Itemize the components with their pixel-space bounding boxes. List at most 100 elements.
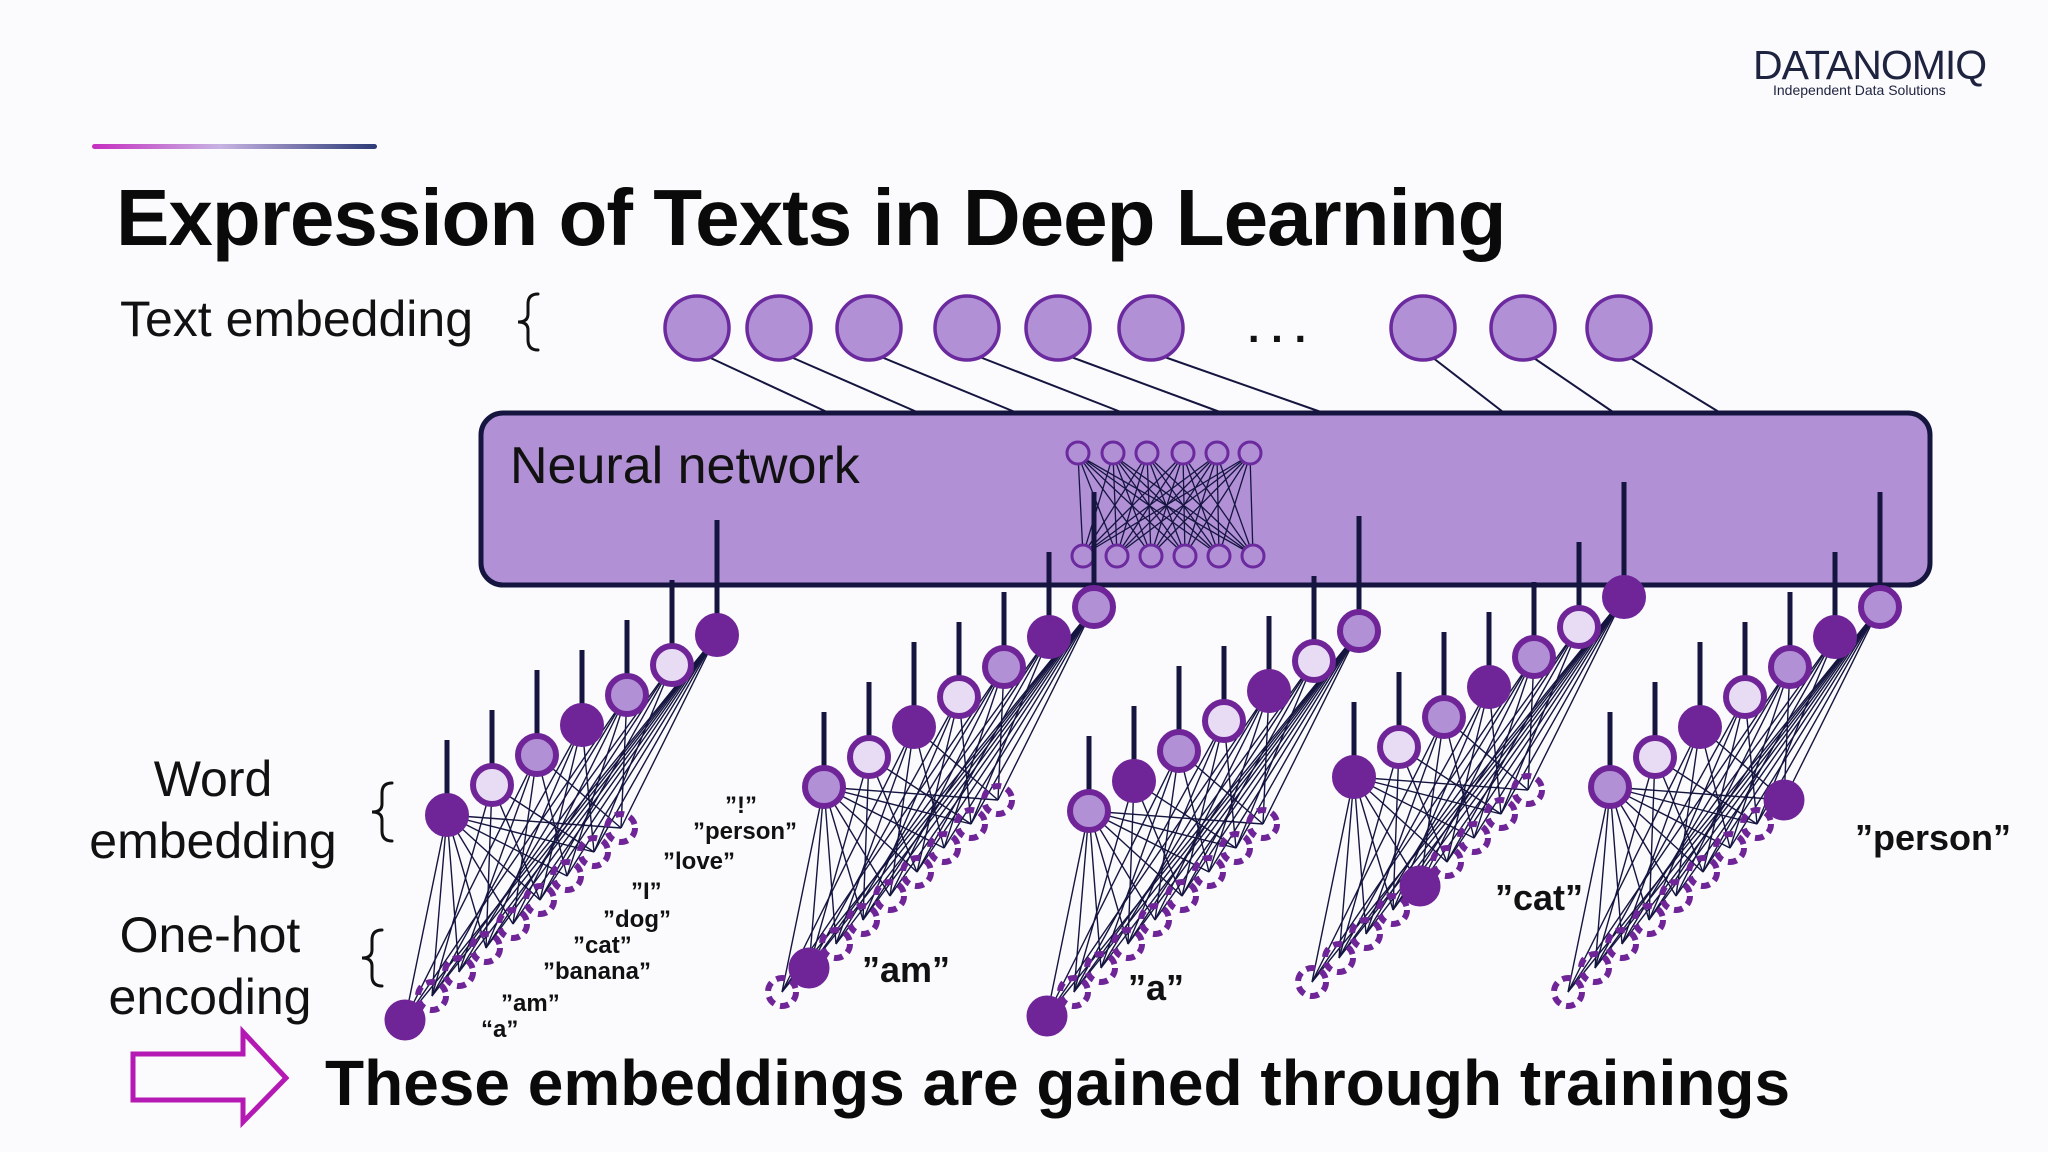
- embedding-node: [1024, 294, 1092, 362]
- embedding-edge: [593, 634, 718, 853]
- one-hot-node: [577, 835, 611, 869]
- embedding-edge: [1338, 686, 1490, 959]
- mini-network-node: [1172, 543, 1198, 569]
- embedding-connection: [971, 353, 1122, 413]
- word-label: ”person”: [1855, 817, 2011, 858]
- one-hot-node: [846, 903, 880, 937]
- embedding-node: [933, 294, 1001, 362]
- word-embedding-node: [1633, 735, 1677, 779]
- embedding-edge: [485, 784, 493, 949]
- word-embedding-node: [1858, 585, 1902, 629]
- embedding-edge: [1100, 750, 1180, 969]
- embedding-edge: [1311, 776, 1355, 983]
- word-embedding-node: [1467, 665, 1511, 709]
- embedding-connection: [1155, 353, 1322, 413]
- embedding-edge: [1127, 780, 1135, 945]
- embedding-edge: [458, 754, 538, 973]
- word-embedding-node: [1202, 699, 1246, 743]
- one-hot-node: [1349, 917, 1383, 951]
- embedding-edge: [1088, 810, 1237, 849]
- embedding-edge: [404, 694, 628, 1021]
- embedding-edge: [1073, 810, 1090, 993]
- embedding-edge: [1181, 720, 1225, 897]
- text-embedding-label: Text embedding: [120, 291, 474, 347]
- embedding-edge: [404, 754, 538, 1021]
- embedding-edge: [1262, 630, 1360, 825]
- word-embedding-node: [1512, 635, 1556, 679]
- word-embedding-node: [1247, 669, 1291, 713]
- embedding-edge: [1729, 666, 1791, 849]
- embedding-node: [835, 294, 903, 362]
- embedding-edge: [1088, 810, 1129, 945]
- mini-network-node: [1138, 543, 1164, 569]
- word-embedding-node: [1602, 575, 1646, 619]
- embedding-edge: [808, 696, 960, 969]
- word-label: ”am”: [862, 949, 950, 990]
- embedding-edge: [446, 814, 460, 973]
- text-embedding-nodes: . . .: [663, 294, 1720, 413]
- word-embedding-node: [1337, 609, 1381, 653]
- one-hot-node: [469, 931, 503, 965]
- embedding-edge: [1567, 666, 1791, 993]
- embedding-connection: [1527, 353, 1614, 413]
- one-hot-node: [1246, 807, 1280, 841]
- embedding-edge: [889, 666, 1005, 897]
- embedding-edge: [1419, 716, 1445, 887]
- one-hot-node: [1430, 845, 1464, 879]
- embedding-node: [1389, 294, 1457, 362]
- embedding-edge: [862, 756, 870, 921]
- page-title: Expression of Texts in Deep Learning: [116, 173, 1507, 262]
- embedding-edge: [1208, 690, 1270, 873]
- embedding-edge: [446, 814, 595, 853]
- word-label: ”cat”: [1495, 877, 1583, 918]
- embedding-edge: [823, 786, 837, 945]
- embedding-edge: [1567, 786, 1611, 993]
- word-embedding-node: [1332, 755, 1376, 799]
- word-embedding-group: ”cat”: [1295, 482, 1646, 999]
- embedding-edge: [446, 814, 568, 877]
- embedding-edge: [404, 814, 448, 1021]
- embedding-edge: [781, 666, 1005, 993]
- embedding-edge: [431, 814, 448, 997]
- logo-tagline: Independent Data Solutions: [1773, 82, 1946, 98]
- embedding-edge: [823, 786, 999, 801]
- embedding-node: [1117, 294, 1185, 362]
- word-embedding-node: [1588, 765, 1632, 809]
- embedding-edge: [1621, 726, 1701, 945]
- one-hot-node: [1713, 831, 1747, 865]
- word-embedding-node: [425, 793, 469, 837]
- embedding-connection: [1427, 353, 1504, 413]
- word-embedding-group: ”am”: [765, 492, 1116, 1009]
- embedding-edge: [446, 814, 487, 949]
- embedding-connection: [701, 353, 828, 413]
- vocabulary-label: ”banana”: [543, 958, 651, 985]
- embedding-edge: [1783, 606, 1881, 801]
- vocabulary-label: ”I”: [631, 878, 662, 905]
- word-label: ”a”: [1128, 967, 1184, 1008]
- word-embedding-node: [1768, 645, 1812, 689]
- one-hot-node: [1740, 807, 1774, 841]
- embedding-edge: [1338, 776, 1355, 959]
- mini-network-node: [1100, 440, 1126, 466]
- embedding-edge: [835, 726, 915, 945]
- one-hot-node: [981, 783, 1015, 817]
- embedding-edge: [1046, 750, 1180, 1017]
- vocabulary-label: ”love”: [663, 848, 735, 875]
- one-hot-node: [900, 855, 934, 889]
- one-hot-node: [927, 831, 961, 865]
- embedding-edge: [997, 606, 1095, 801]
- embedding-connection: [1062, 353, 1221, 413]
- embedding-edge: [1419, 656, 1535, 887]
- one-hot-node: [496, 907, 530, 941]
- embedding-edge: [1446, 686, 1490, 863]
- embedding-edge: [1353, 776, 1394, 911]
- word-embedding-node: [892, 705, 936, 749]
- ellipsis-text: . . .: [1248, 304, 1306, 351]
- mini-network-node: [1065, 440, 1091, 466]
- embedding-edge: [1675, 726, 1701, 897]
- mini-network-edge: [1116, 454, 1251, 556]
- embedding-edge: [1353, 776, 1475, 839]
- one-hot-node: [1686, 855, 1720, 889]
- embedding-edge: [1088, 810, 1102, 969]
- embedding-node: [663, 294, 731, 362]
